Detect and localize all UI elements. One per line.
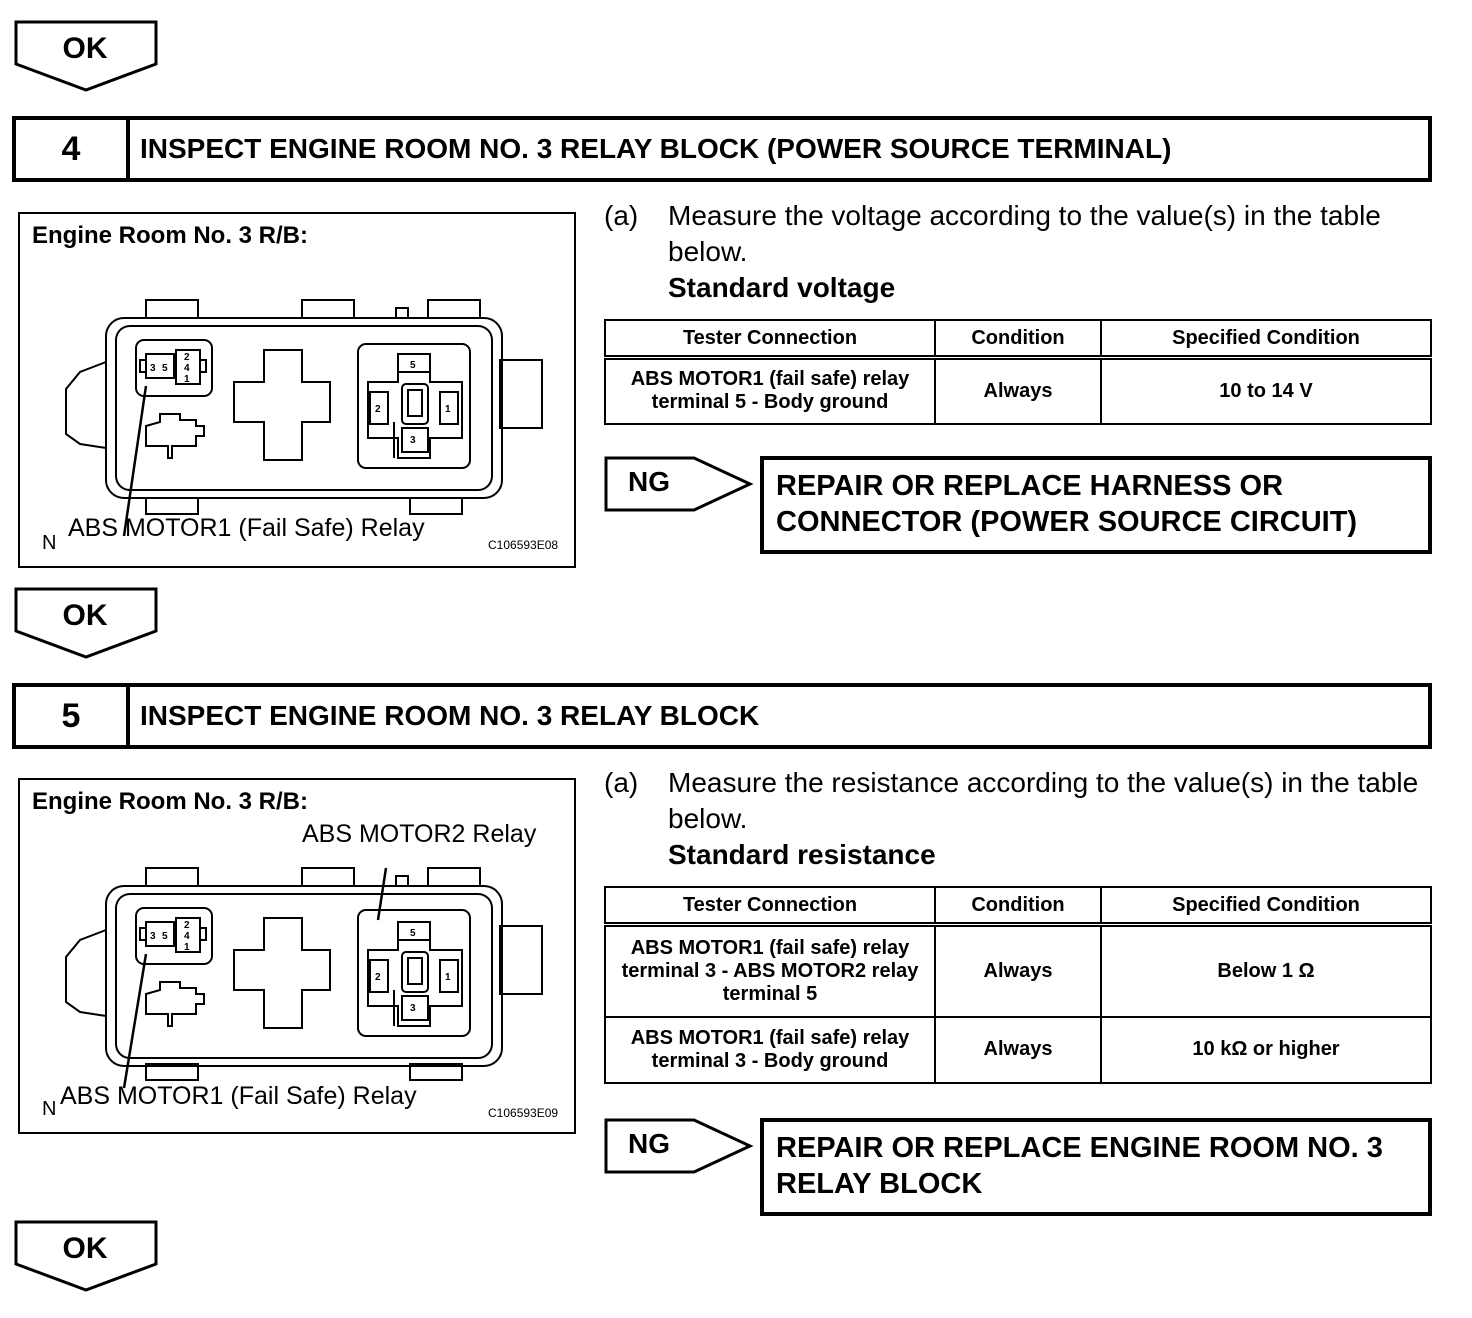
instruction-text: Measure the resistance according to the … xyxy=(668,767,1419,834)
ng-label: NG xyxy=(628,1128,670,1159)
pin-label: 2 xyxy=(375,972,381,983)
pin-label: 1 xyxy=(445,972,451,983)
pin-label: 3 xyxy=(410,435,416,446)
instruction-tag: (a) xyxy=(604,767,639,798)
ok-label: OK xyxy=(62,32,108,65)
ok-label: OK xyxy=(62,1232,108,1265)
pin-label: 2 xyxy=(375,404,381,415)
table-header: Specified Condition xyxy=(1100,319,1432,360)
relay-block-diagram: 3 5 2 4 1 5 2 1 3 xyxy=(65,867,543,1089)
table-cell: ABS MOTOR1 (fail safe) relay terminal 5 … xyxy=(604,356,936,425)
ok-arrow: OK xyxy=(14,587,160,661)
table-row: ABS MOTOR1 (fail safe) relay terminal 3 … xyxy=(604,923,1432,1018)
figure-title: Engine Room No. 3 R/B: xyxy=(32,788,308,815)
pin-label: 3 xyxy=(150,363,156,374)
ng-arrow: NG xyxy=(604,456,754,514)
ok-arrow: OK xyxy=(14,1220,160,1294)
pin-label: 5 xyxy=(410,928,416,939)
table-cell: Always xyxy=(934,1015,1102,1084)
ok-label: OK xyxy=(62,599,108,632)
table-cell: Below 1 Ω xyxy=(1100,923,1432,1018)
pin-label: 4 xyxy=(184,363,190,374)
pin-label: 5 xyxy=(162,931,168,942)
spec-table: Tester Connection Condition Specified Co… xyxy=(604,886,1432,1084)
pin-label: 2 xyxy=(184,352,190,363)
figure-title: Engine Room No. 3 R/B: xyxy=(32,222,308,249)
table-row: ABS MOTOR1 (fail safe) relay terminal 3 … xyxy=(604,1015,1432,1084)
table-cell: Always xyxy=(934,923,1102,1018)
step-title: INSPECT ENGINE ROOM NO. 3 RELAY BLOCK xyxy=(140,700,760,731)
relay-label: ABS MOTOR1 (Fail Safe) Relay xyxy=(68,514,425,542)
instruction-tag: (a) xyxy=(604,200,639,231)
pin-label: 3 xyxy=(410,1003,416,1014)
pin-label: 3 xyxy=(150,931,156,942)
relay-block-figure: Engine Room No. 3 R/B: xyxy=(18,212,576,568)
n-mark: N xyxy=(42,1098,57,1120)
standard-title: Standard voltage xyxy=(668,272,896,303)
ng-action-box: REPAIR OR REPLACE HARNESS OR CONNECTOR (… xyxy=(760,456,1432,554)
standard-title: Standard resistance xyxy=(668,839,936,870)
table-row: ABS MOTOR1 (fail safe) relay terminal 5 … xyxy=(604,356,1432,425)
table-header: Condition xyxy=(934,886,1102,927)
table-cell: ABS MOTOR1 (fail safe) relay terminal 3 … xyxy=(604,1015,936,1084)
ng-label: NG xyxy=(628,466,670,497)
relay-label: ABS MOTOR2 Relay xyxy=(302,820,537,848)
table-cell: Always xyxy=(934,356,1102,425)
pin-label: 5 xyxy=(410,360,416,371)
step-title: INSPECT ENGINE ROOM NO. 3 RELAY BLOCK (P… xyxy=(140,133,1172,164)
figure-code: C106593E08 xyxy=(488,538,559,552)
table-header: Tester Connection xyxy=(604,319,936,360)
table-cell: ABS MOTOR1 (fail safe) relay terminal 3 … xyxy=(604,923,936,1018)
table-cell: 10 to 14 V xyxy=(1100,356,1432,425)
instruction-text: Measure the voltage according to the val… xyxy=(668,200,1381,267)
n-mark: N xyxy=(42,532,57,554)
pin-label: 4 xyxy=(184,931,190,942)
step-number: 4 xyxy=(16,120,130,178)
table-header: Tester Connection xyxy=(604,886,936,927)
table-header: Specified Condition xyxy=(1100,886,1432,927)
ok-arrow: OK xyxy=(14,20,160,94)
relay-block-figure: Engine Room No. 3 R/B: xyxy=(18,778,576,1134)
pin-label: 5 xyxy=(162,363,168,374)
pin-label: 1 xyxy=(184,942,190,953)
relay-block-diagram: 3 5 2 4 1 5 2 1 3 xyxy=(65,299,543,537)
step-header: 4 INSPECT ENGINE ROOM NO. 3 RELAY BLOCK … xyxy=(12,116,1432,182)
figure-code: C106593E09 xyxy=(488,1106,559,1120)
relay-label: ABS MOTOR1 (Fail Safe) Relay xyxy=(60,1082,417,1110)
table-header: Condition xyxy=(934,319,1102,360)
table-cell: 10 kΩ or higher xyxy=(1100,1015,1432,1084)
pin-label: 1 xyxy=(445,404,451,415)
step-header: 5 INSPECT ENGINE ROOM NO. 3 RELAY BLOCK xyxy=(12,683,1432,749)
step-number: 5 xyxy=(16,687,130,745)
pin-label: 1 xyxy=(184,374,190,385)
ng-arrow: NG xyxy=(604,1118,754,1176)
spec-table: Tester Connection Condition Specified Co… xyxy=(604,319,1432,425)
ng-action-box: REPAIR OR REPLACE ENGINE ROOM NO. 3 RELA… xyxy=(760,1118,1432,1216)
pin-label: 2 xyxy=(184,920,190,931)
